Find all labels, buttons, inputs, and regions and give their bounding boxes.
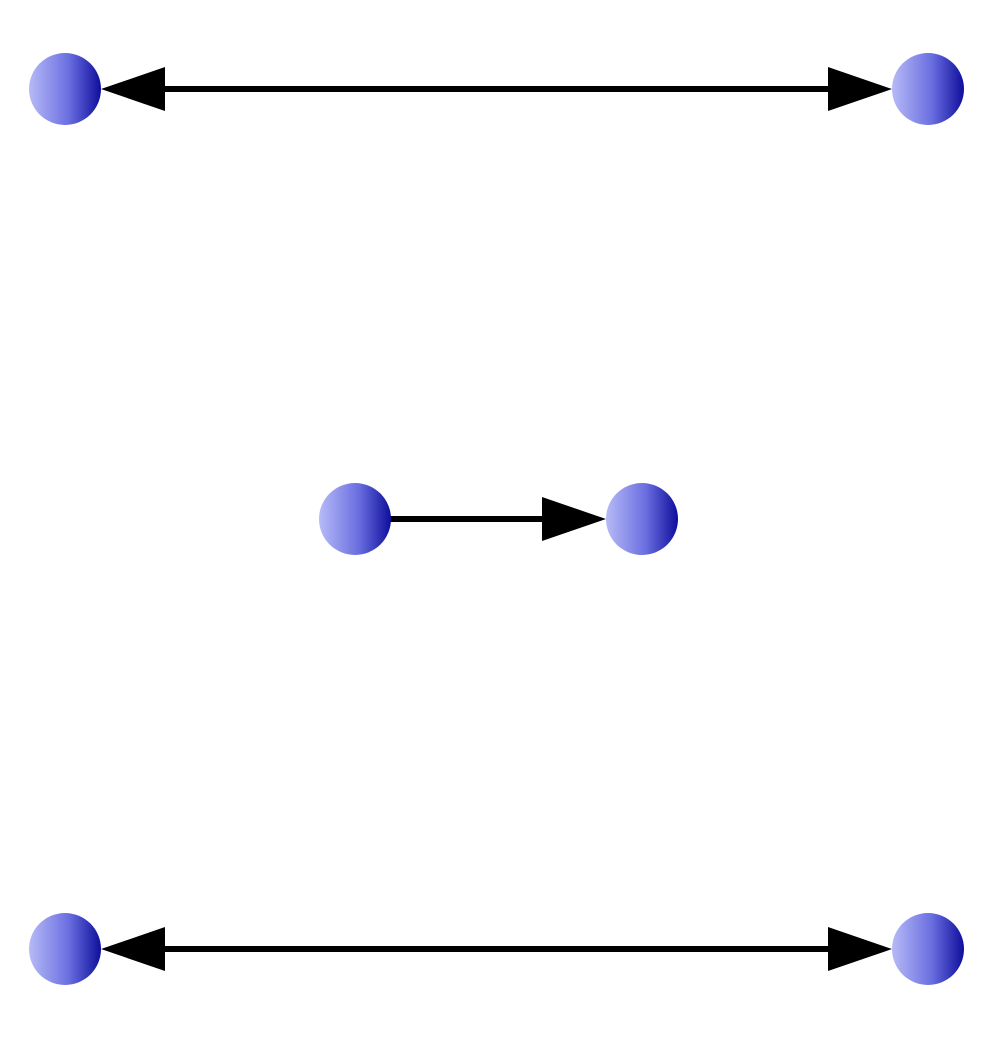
arrowhead-backward	[101, 927, 165, 971]
edges-layer	[101, 67, 892, 971]
arrowhead-forward	[542, 497, 606, 541]
node-n6	[892, 913, 964, 985]
node-n5	[29, 913, 101, 985]
arrowhead-backward	[101, 67, 165, 111]
edge-n1-n2	[101, 67, 892, 111]
node-n2	[892, 53, 964, 125]
edge-n3-n4	[355, 497, 606, 541]
node-n1	[29, 53, 101, 125]
nodes-layer	[29, 53, 964, 985]
arrowhead-forward	[828, 67, 892, 111]
arrowhead-forward	[828, 927, 892, 971]
node-n4	[606, 483, 678, 555]
edge-n5-n6	[101, 927, 892, 971]
node-n3	[319, 483, 391, 555]
